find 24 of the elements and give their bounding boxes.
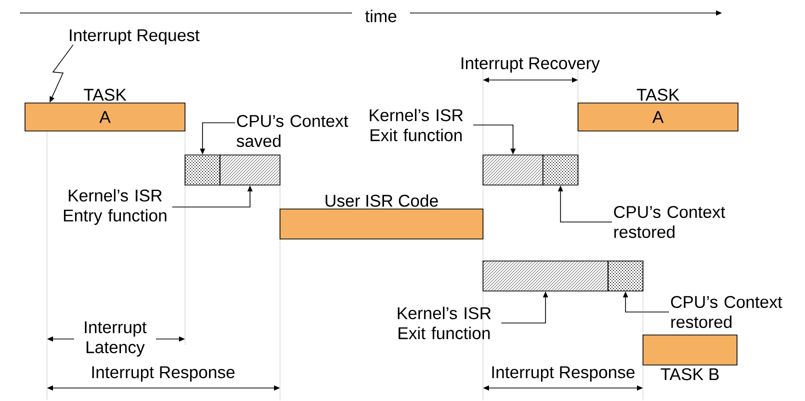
- kernel-exit-block: [482, 154, 544, 186]
- dimension-label: Interrupt Response: [92, 366, 235, 382]
- callout-text: Kernel’s ISR Exit function: [370, 108, 463, 142]
- bar-heading: TASK: [84, 88, 126, 101]
- annotation-text: Interrupt Request: [70, 29, 200, 45]
- bar-heading: TASK B: [660, 368, 719, 380]
- callout-text: Kernel’s ISR Entry function: [64, 189, 166, 225]
- callout-text: CPU’s Context restored: [614, 206, 726, 238]
- task-bar: A: [24, 102, 186, 132]
- dimension-label: Interrupt Response: [492, 366, 634, 382]
- callout-text: CPU’s Context restored: [671, 296, 782, 328]
- bar-heading: User ISR Code: [326, 194, 438, 207]
- callout-text: Kernel’s ISR Exit function: [398, 306, 491, 340]
- kernel-exit-block: [482, 260, 608, 292]
- axis-label: time: [365, 10, 396, 22]
- dimension-label: Interrupt Recovery: [462, 57, 600, 73]
- bar-heading: TASK: [636, 88, 680, 101]
- context-restore-block: [608, 260, 644, 292]
- dimension-label: Interrupt Latency: [74, 320, 156, 358]
- task-bar: A: [578, 102, 738, 132]
- kernel-entry-block: [220, 154, 280, 186]
- context-restore-block: [542, 154, 578, 186]
- callout-text: CPU’s Context saved: [236, 114, 348, 148]
- context-save-block: [184, 154, 220, 186]
